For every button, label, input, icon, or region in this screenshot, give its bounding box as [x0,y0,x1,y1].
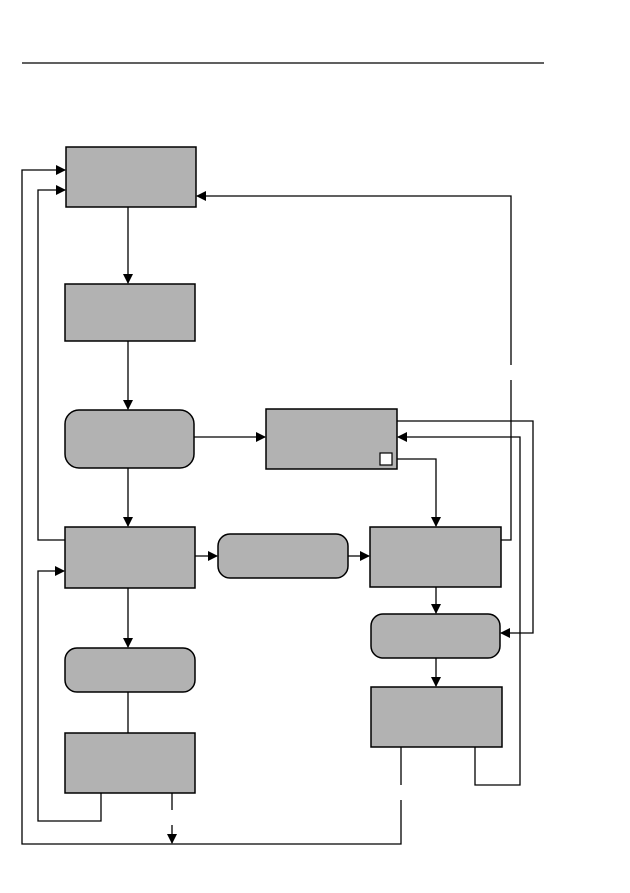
arrow-box5-to-box1 [37,185,66,541]
box-3 [64,409,195,469]
box-2 [64,283,196,342]
arrow-loop-to-box1 [196,191,512,365]
arrow-box4-to-box9 [397,420,534,638]
box-6 [217,533,349,579]
checkbox-square [379,452,393,466]
box-5 [64,526,196,589]
line-box7-up [501,380,512,541]
box-4 [265,408,398,470]
box-9 [370,613,501,659]
arrow-box11-to-box5 [37,566,102,822]
arrow-box4-box7 [397,458,441,527]
arrow-box10-to-box4 [397,432,521,786]
box-8 [64,647,196,693]
box-1 [65,146,197,208]
box-11 [64,732,196,794]
arrow-box10-to-box1-outer [21,165,402,845]
box-10 [370,686,503,748]
box-7 [369,526,502,588]
